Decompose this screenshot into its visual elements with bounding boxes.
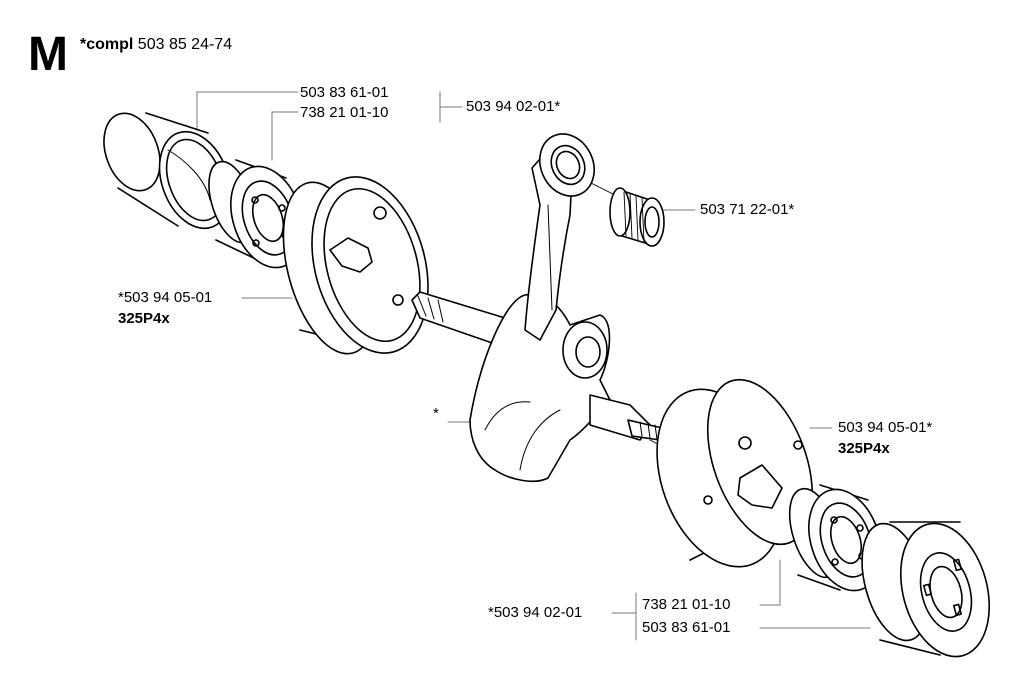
label-bearing-group-top: 503 94 02-01* — [466, 98, 561, 115]
label-bearing-top: 738 21 01-10 — [300, 104, 389, 121]
label-bearing-housing-top: 503 83 61-01 — [300, 84, 389, 101]
needle-bearing — [609, 187, 665, 247]
label-bearing-group-bottom: *503 94 02-01 — [488, 604, 583, 621]
label-crankshaft: * — [433, 405, 439, 422]
label-half-case-right-model: 325P4x — [838, 440, 890, 457]
compl-part-number: 503 85 24-74 — [137, 36, 233, 53]
crankshaft — [411, 133, 663, 482]
label-needle-bearing: 503 71 22-01* — [700, 201, 795, 218]
crankcase-half-left — [282, 176, 429, 355]
label-bearing-bottom: 738 21 01-10 — [642, 596, 731, 613]
bearing-housing-bottom — [861, 521, 991, 658]
crankcase-half-right — [656, 378, 814, 568]
compl-word: *compl — [80, 36, 134, 53]
section-letter: M — [28, 28, 68, 81]
label-bearing-housing-bottom: 503 83 61-01 — [642, 619, 731, 636]
leader-lines — [196, 91, 871, 641]
label-half-case-right: 503 94 05-01* — [838, 419, 933, 436]
complete-assembly-label: *compl 503 85 24-74 — [80, 36, 232, 54]
label-half-case-left: *503 94 05-01 — [118, 289, 213, 306]
ball-bearing-bottom — [788, 484, 882, 592]
label-half-case-left-model: 325P4x — [118, 310, 170, 327]
